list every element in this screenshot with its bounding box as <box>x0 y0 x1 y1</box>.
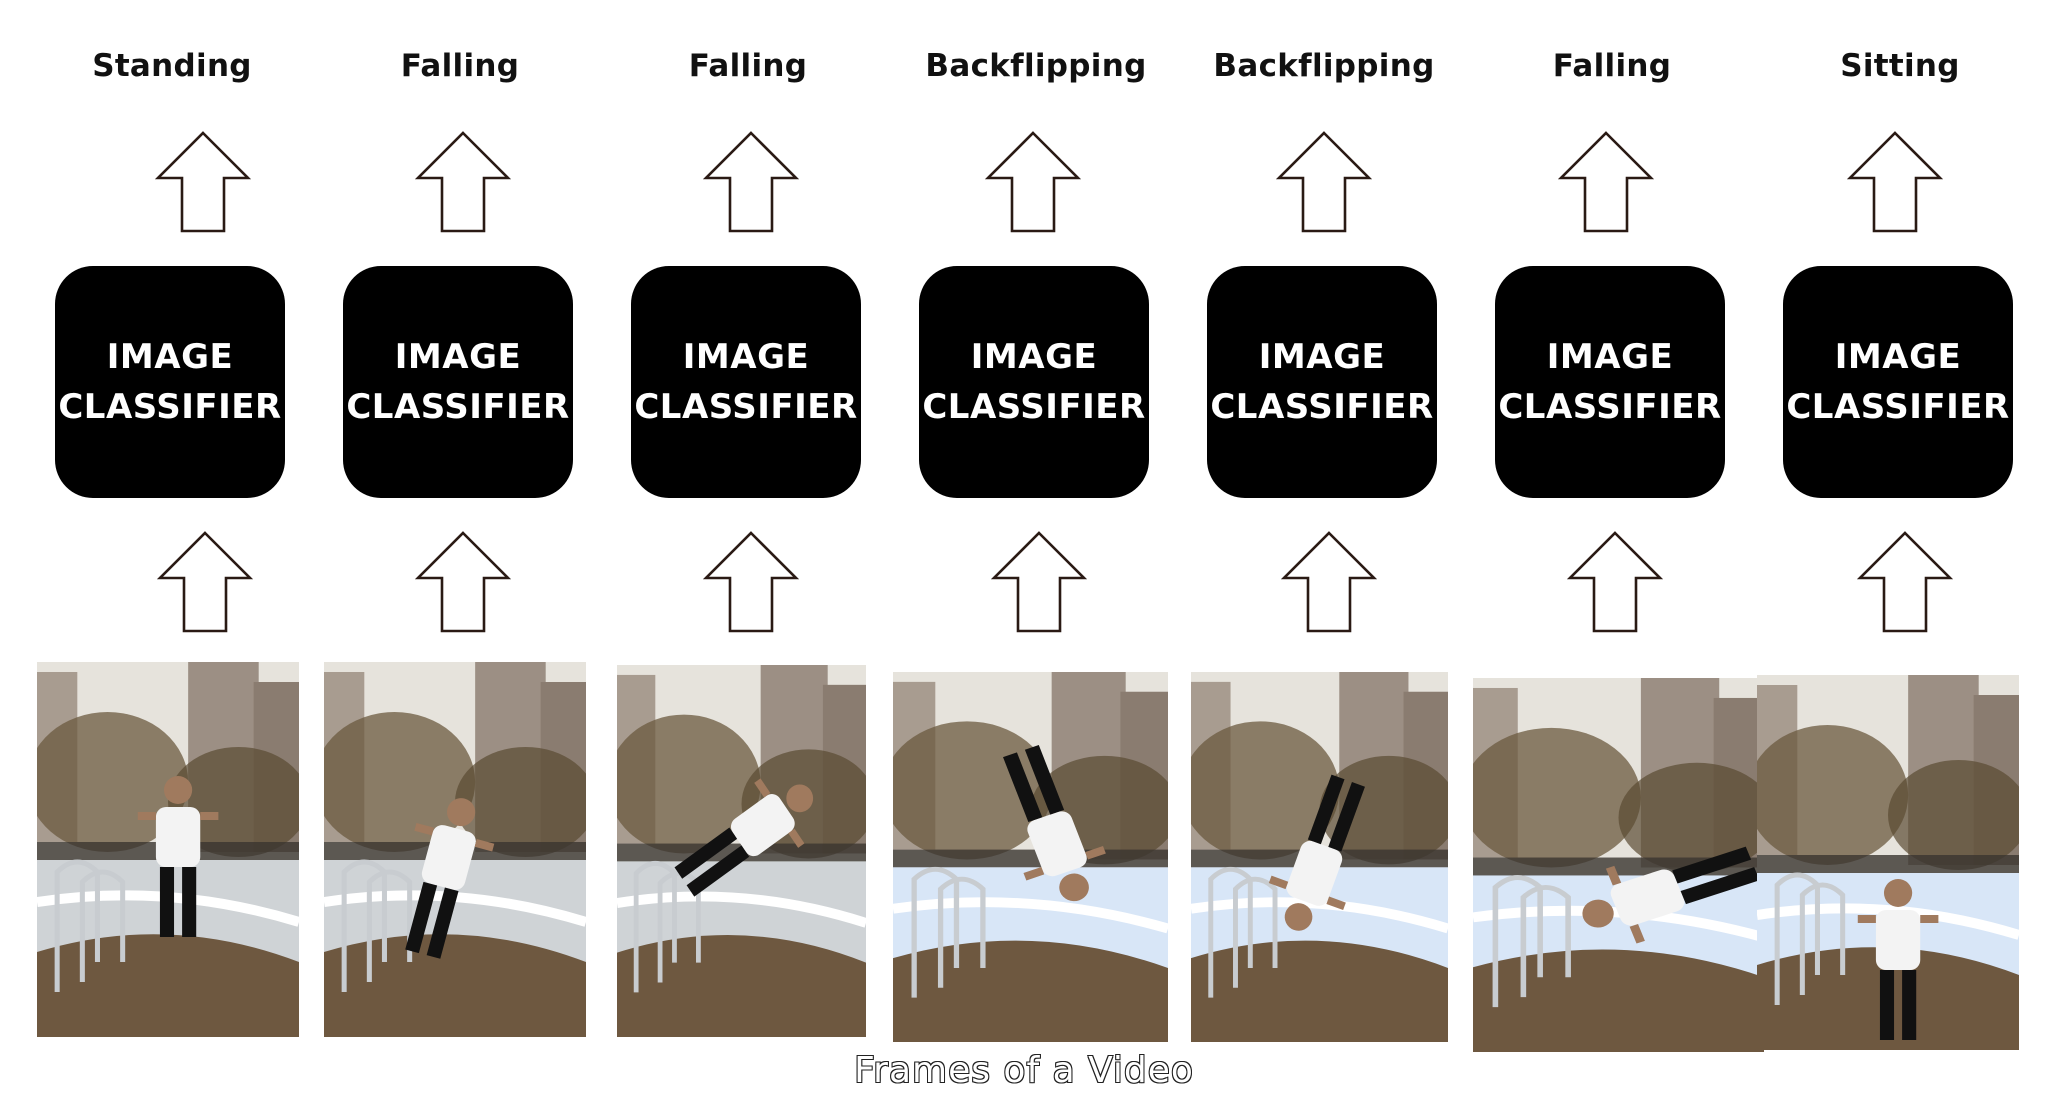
classifier-line-1: IMAGE <box>970 337 1098 377</box>
image-classifier-box: IMAGE CLASSIFIER <box>919 266 1149 498</box>
video-frame-image <box>37 662 299 1037</box>
predicted-label: Falling <box>400 48 520 84</box>
up-arrow-icon <box>157 530 253 634</box>
video-frame-image <box>1473 678 1764 1052</box>
column-4: Backflipping IMAGE CLASSIFIER <box>1179 0 1469 1060</box>
classifier-line-1: IMAGE <box>1258 337 1386 377</box>
classifier-line-2: CLASSIFIER <box>634 387 858 427</box>
up-arrow-icon <box>1847 130 1943 234</box>
classifier-line-2: CLASSIFIER <box>1786 387 2010 427</box>
frames-caption: Frames of a Video <box>853 1049 1194 1092</box>
column-3: Backflipping IMAGE CLASSIFIER <box>891 0 1181 1060</box>
up-arrow-icon <box>1558 130 1654 234</box>
column-6: Sitting IMAGE CLASSIFIER <box>1755 0 2045 1060</box>
up-arrow-icon <box>985 130 1081 234</box>
up-arrow-icon <box>1857 530 1953 634</box>
predicted-label: Backflipping <box>925 48 1147 84</box>
up-arrow-icon <box>703 130 799 234</box>
image-classifier-box: IMAGE CLASSIFIER <box>1207 266 1437 498</box>
classifier-line-2: CLASSIFIER <box>1498 387 1722 427</box>
classifier-line-1: IMAGE <box>1834 337 1962 377</box>
predicted-label: Sitting <box>1840 48 1960 84</box>
video-frame-image <box>1191 672 1448 1042</box>
column-0: Standing IMAGE CLASSIFIER <box>27 0 317 1060</box>
classifier-line-2: CLASSIFIER <box>58 387 282 427</box>
classifier-line-1: IMAGE <box>1546 337 1674 377</box>
video-frame-image <box>893 672 1168 1042</box>
up-arrow-icon <box>1567 530 1663 634</box>
predicted-label: Standing <box>92 48 252 84</box>
image-classifier-box: IMAGE CLASSIFIER <box>631 266 861 498</box>
classifier-line-2: CLASSIFIER <box>922 387 1146 427</box>
up-arrow-icon <box>1276 130 1372 234</box>
up-arrow-icon <box>415 530 511 634</box>
classifier-line-2: CLASSIFIER <box>346 387 570 427</box>
image-classifier-box: IMAGE CLASSIFIER <box>55 266 285 498</box>
up-arrow-icon <box>703 530 799 634</box>
predicted-label: Falling <box>688 48 808 84</box>
predicted-label: Falling <box>1552 48 1672 84</box>
classifier-line-1: IMAGE <box>682 337 810 377</box>
up-arrow-icon <box>991 530 1087 634</box>
video-frame-image <box>617 665 866 1037</box>
predicted-label: Backflipping <box>1213 48 1435 84</box>
image-classifier-box: IMAGE CLASSIFIER <box>1783 266 2013 498</box>
column-5: Falling IMAGE CLASSIFIER <box>1467 0 1764 1060</box>
up-arrow-icon <box>415 130 511 234</box>
up-arrow-icon <box>155 130 251 234</box>
classifier-line-1: IMAGE <box>394 337 522 377</box>
image-classifier-box: IMAGE CLASSIFIER <box>1495 266 1725 498</box>
column-2: Falling IMAGE CLASSIFIER <box>603 0 893 1060</box>
classifier-line-1: IMAGE <box>106 337 234 377</box>
video-frame-image <box>1757 675 2019 1050</box>
classifier-line-2: CLASSIFIER <box>1210 387 1434 427</box>
column-1: Falling IMAGE CLASSIFIER <box>315 0 605 1060</box>
video-frame-image <box>324 662 586 1037</box>
up-arrow-icon <box>1281 530 1377 634</box>
image-classifier-box: IMAGE CLASSIFIER <box>343 266 573 498</box>
